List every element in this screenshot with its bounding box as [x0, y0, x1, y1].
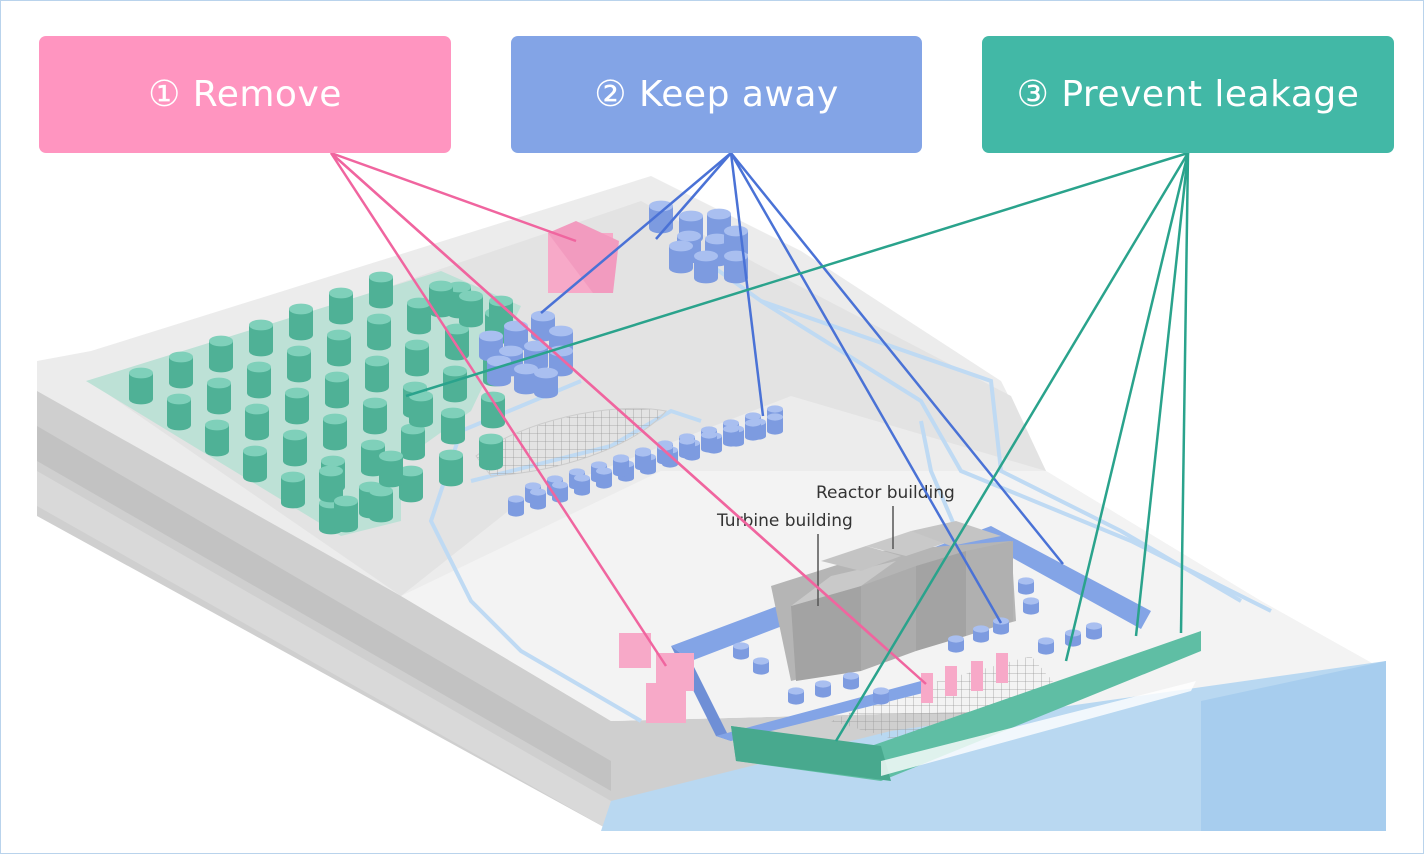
- green-tank: [409, 390, 433, 428]
- keep-away-box: ② Keep away: [511, 36, 922, 153]
- green-tank: [205, 419, 229, 457]
- green-tank: [323, 413, 347, 451]
- green-tank: [379, 450, 403, 488]
- blue-tank: [574, 474, 590, 496]
- green-tank: [249, 319, 273, 357]
- blue-tank: [694, 250, 718, 284]
- remove-box: ① Remove: [39, 36, 451, 153]
- building-leaders: [817, 506, 894, 606]
- blue-tank: [753, 657, 769, 675]
- blue-tank: [649, 200, 673, 234]
- green-tank: [445, 323, 469, 361]
- green-tank: [439, 449, 463, 487]
- blue-tank: [1018, 577, 1034, 595]
- green-tank: [247, 361, 271, 399]
- green-tank: [327, 329, 351, 367]
- green-tank: [405, 339, 429, 377]
- blue-tank: [635, 449, 651, 471]
- reactor-building-label: Reactor building: [816, 483, 955, 503]
- green-tank: [479, 433, 503, 471]
- blue-tank: [679, 437, 695, 459]
- prevent-leakage-connectors: [405, 151, 1190, 742]
- blue-tank: [701, 431, 717, 453]
- blue-tank: [973, 625, 989, 643]
- green-tank: [283, 429, 307, 467]
- green-tank: [289, 303, 313, 341]
- blue-tank: [552, 481, 568, 503]
- blue-tank: [479, 330, 503, 362]
- blue-tank: [767, 413, 783, 435]
- green-tank: [325, 371, 349, 409]
- remove-units: [548, 221, 1008, 723]
- green-tank: [281, 471, 305, 509]
- green-tank: [481, 391, 505, 429]
- green-tank: [243, 445, 267, 483]
- blue-tank: [508, 495, 524, 517]
- green-tank: [367, 313, 391, 351]
- green-tank: [129, 367, 153, 405]
- green-tank: [167, 393, 191, 431]
- blue-tank: [788, 687, 804, 705]
- blue-tank: [669, 240, 693, 274]
- keep-away-connectors: [540, 152, 1064, 624]
- remove-connectors: [329, 151, 927, 685]
- green-tank: [369, 485, 393, 523]
- blue-tank: [1023, 597, 1039, 615]
- green-tank: [245, 403, 269, 441]
- green-tank: [401, 423, 425, 461]
- green-tank: [441, 407, 465, 445]
- blue-tank: [596, 467, 612, 489]
- blue-tank: [1086, 622, 1102, 640]
- sea-side-wall: [731, 631, 1201, 781]
- green-tank: [334, 495, 358, 533]
- green-tank: [399, 465, 423, 503]
- green-tank: [407, 297, 431, 335]
- blue-tank: [873, 687, 889, 705]
- blue-tank: [613, 455, 629, 477]
- green-tank: [287, 345, 311, 383]
- sea: [601, 661, 1386, 831]
- green-tank: [169, 351, 193, 389]
- green-tank: [329, 287, 353, 325]
- green-tank: [207, 377, 231, 415]
- green-tank: [365, 355, 389, 393]
- green-tank: [369, 271, 393, 309]
- green-storage-tanks: [129, 271, 513, 535]
- groundwater-flow: [428, 249, 1272, 723]
- blue-tank: [530, 488, 546, 510]
- green-tank: [459, 290, 483, 328]
- blue-tank: [993, 617, 1009, 635]
- green-tank: [209, 335, 233, 373]
- blue-tank: [948, 635, 964, 653]
- blue-tank: [534, 367, 558, 399]
- green-tank: [319, 465, 343, 503]
- blue-tank: [1038, 637, 1054, 655]
- green-tank: [429, 280, 453, 318]
- green-tank: [363, 397, 387, 435]
- blue-tank: [815, 680, 831, 698]
- prevent-leakage-box: ③ Prevent leakage: [982, 36, 1394, 153]
- blue-tank: [514, 363, 538, 395]
- blue-tank: [733, 642, 749, 660]
- green-tank: [285, 387, 309, 425]
- blue-tank: [843, 672, 859, 690]
- blue-tank: [745, 419, 761, 441]
- blue-tank: [723, 425, 739, 447]
